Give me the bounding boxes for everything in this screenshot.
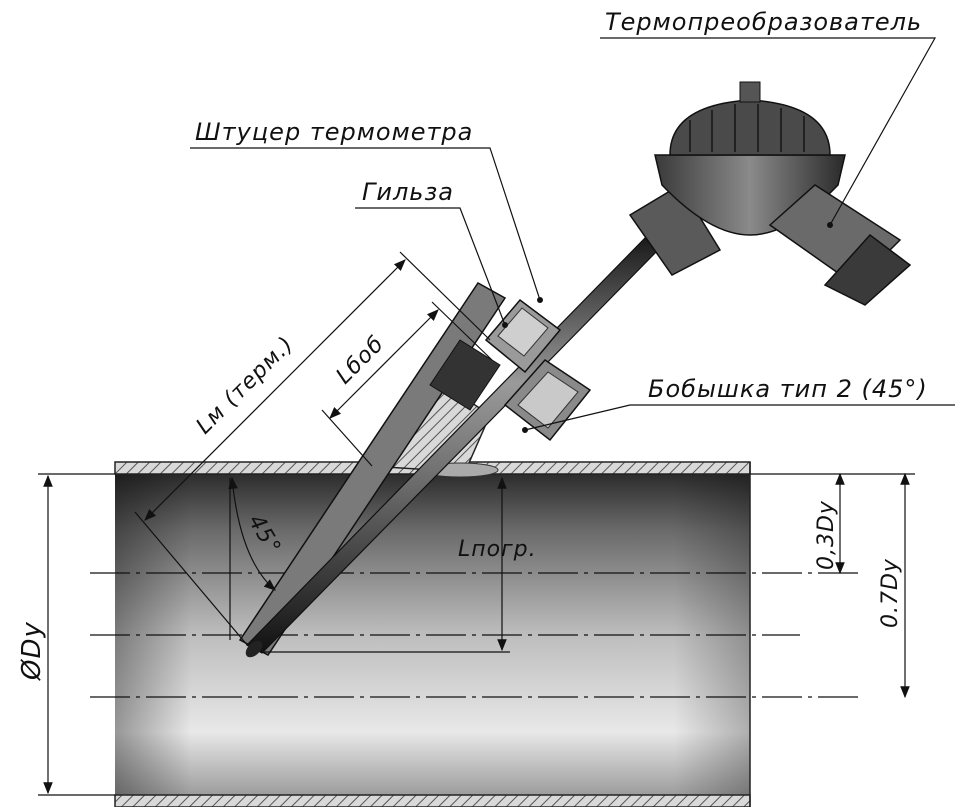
label-lbob: Lбоб	[332, 331, 390, 389]
leader-dots	[502, 222, 833, 433]
lbob-dimension-line	[329, 309, 439, 419]
label-lm: Lм (терм.)	[192, 332, 299, 439]
label-thermo-fitting: Штуцер термометра	[195, 118, 473, 146]
leader-transducer	[600, 37, 937, 226]
thermometer-fitting	[484, 298, 592, 442]
head-neck	[628, 183, 722, 276]
label-diameter: ØDy	[17, 621, 47, 681]
label-sleeve: Гильза	[362, 178, 454, 206]
lbob-ext-upper	[431, 301, 493, 361]
boss-nut-face	[517, 371, 579, 429]
leader-sleeve	[355, 207, 506, 326]
cover-screw	[739, 81, 761, 103]
lm-ext-upper	[399, 251, 491, 341]
leader-fitting	[190, 147, 541, 301]
lm-dimension-line	[144, 259, 406, 521]
label-d03: 0,3Dy	[814, 500, 839, 570]
head-cover	[669, 99, 831, 156]
pipe-bottom-wall	[114, 794, 751, 807]
dimensions	[38, 251, 915, 796]
gland-nut	[823, 233, 912, 306]
label-transducer: Термопреобразователь	[605, 8, 922, 36]
sleeve-insert	[429, 339, 501, 411]
lm-ext-lower	[134, 511, 249, 647]
leader-boss	[524, 404, 955, 431]
rod-tip	[245, 640, 263, 658]
label-d07: 0.7Dy	[878, 558, 903, 628]
leaders	[190, 37, 955, 431]
label-lpogr: Lпогр.	[458, 537, 537, 562]
transducer-head	[628, 81, 912, 306]
angle-arc	[228, 476, 276, 591]
centerlines	[90, 572, 860, 698]
label-boss: Бобышка тип 2 (45°)	[648, 375, 928, 403]
cover-ribs	[689, 104, 805, 152]
lbob-ext-lower	[321, 409, 373, 467]
fitting-nut-face	[497, 307, 549, 357]
